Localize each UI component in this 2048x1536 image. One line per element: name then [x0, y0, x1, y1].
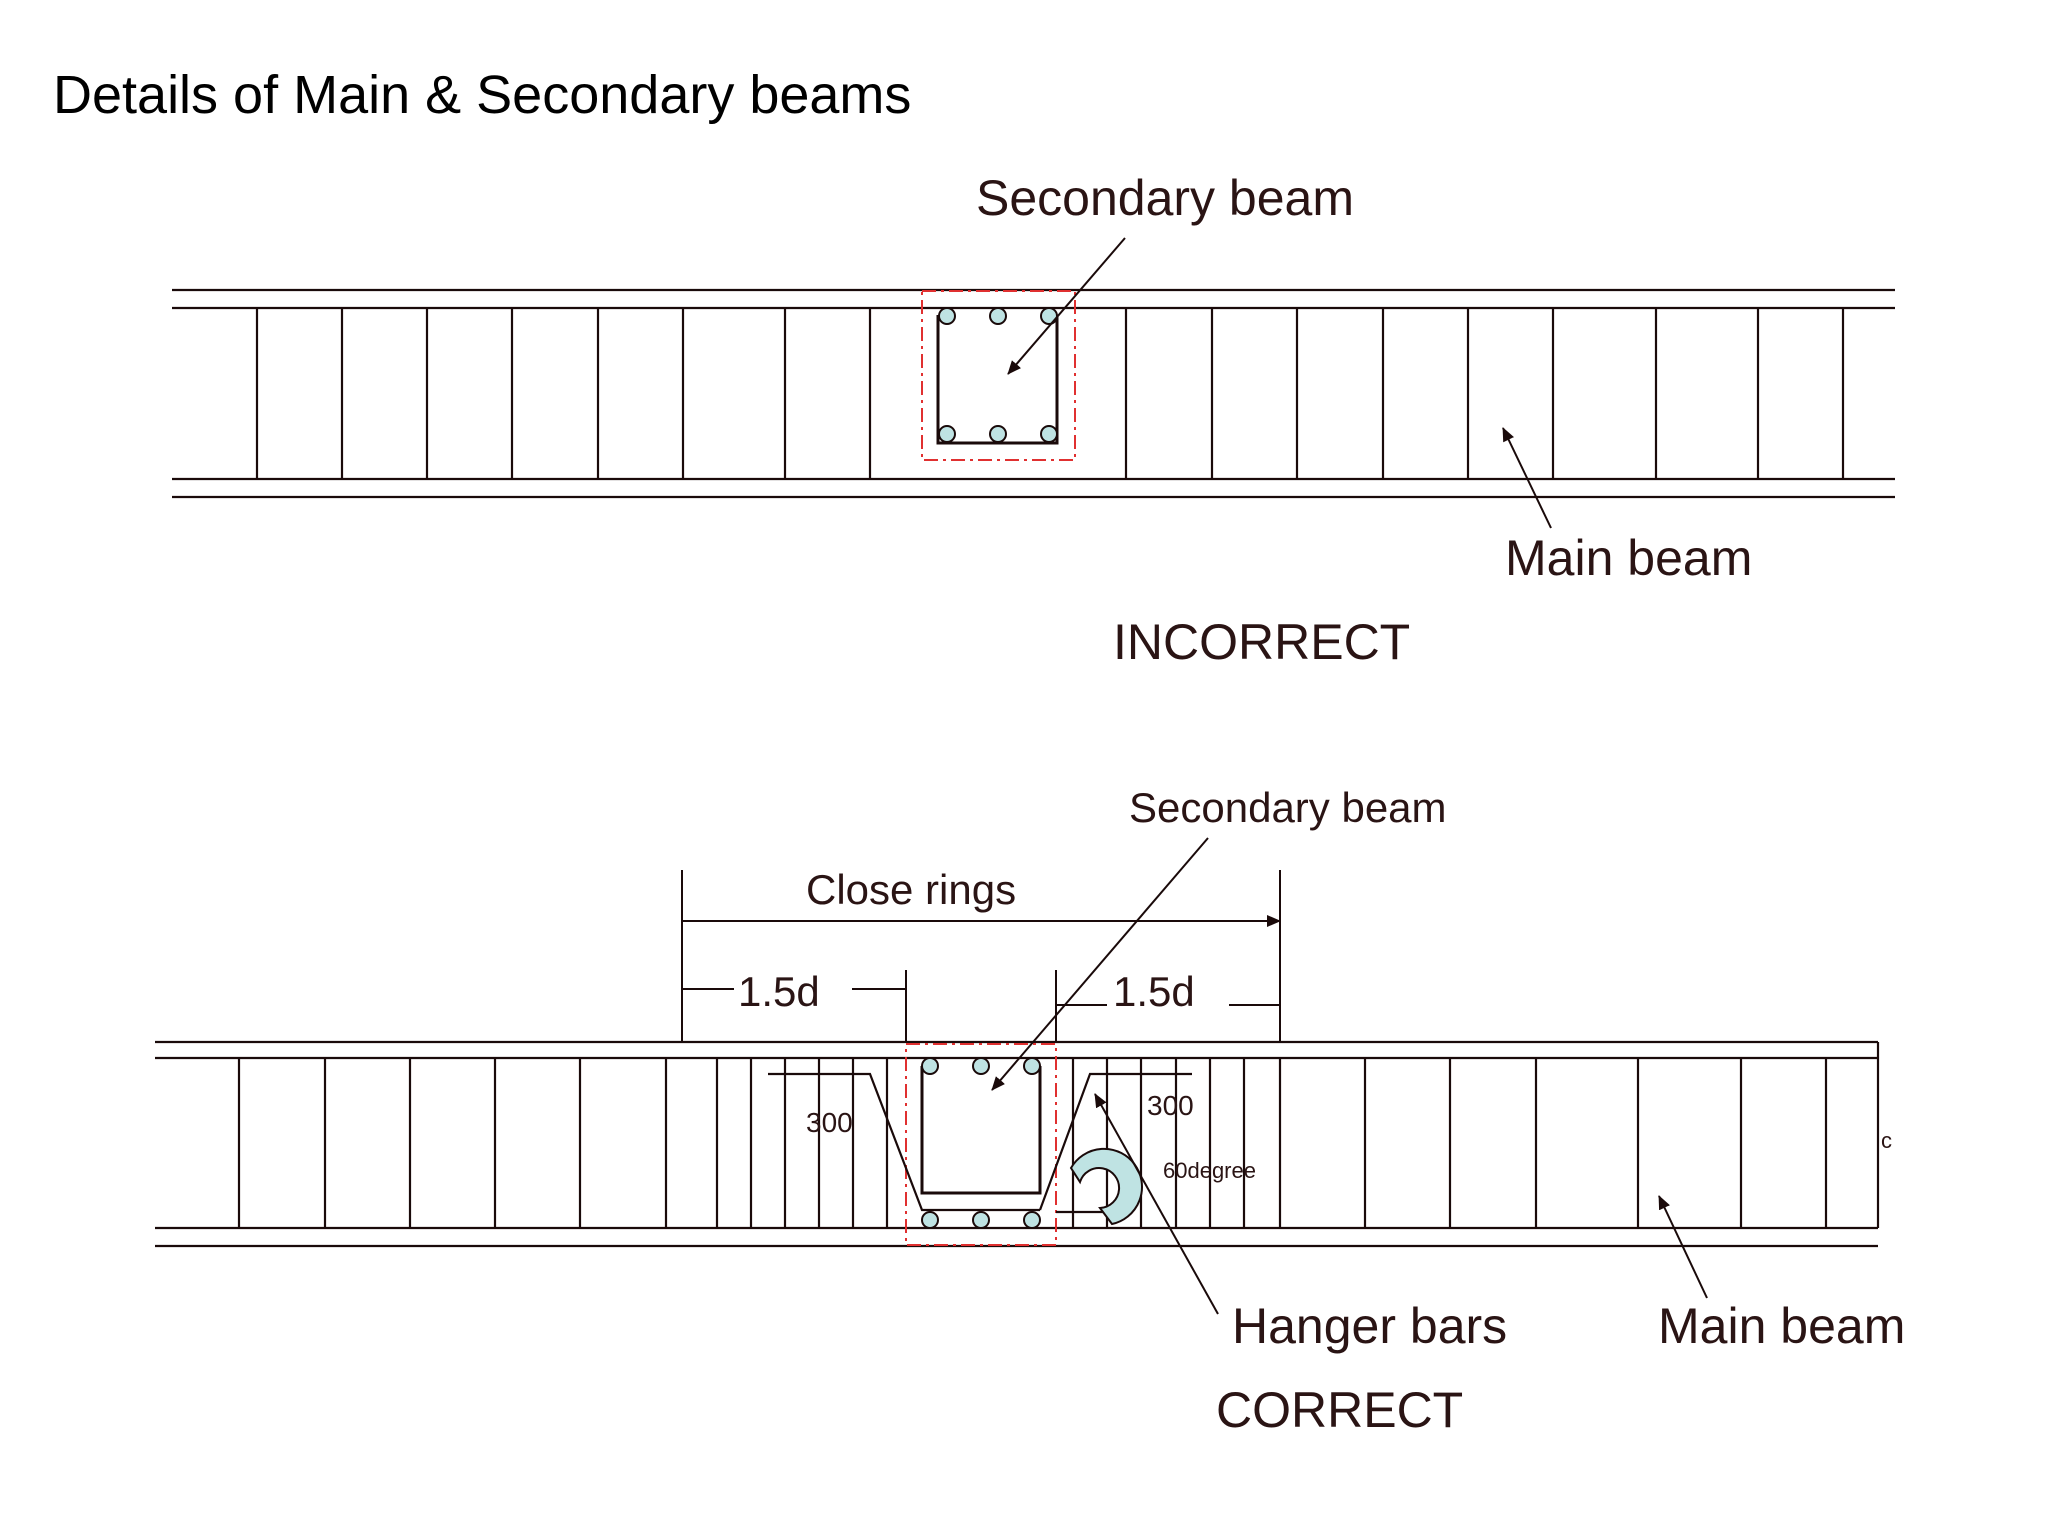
page-title: Details of Main & Secondary beams — [53, 65, 911, 125]
spacing-label-right: 1.5d — [1113, 968, 1195, 1015]
secondary-beam-outline — [921, 290, 1076, 461]
spacing-label-left: 1.5d — [738, 968, 820, 1015]
rebar — [989, 425, 1007, 443]
main-beam-stirrups — [237, 1058, 1828, 1228]
hanger-bars-label: Hanger bars — [1232, 1298, 1507, 1354]
main-beam-leader — [1658, 1195, 1708, 1299]
main-beam-leader — [1502, 427, 1552, 529]
secondary-beam-stirrup — [920, 1066, 1042, 1195]
rebar — [1023, 1211, 1041, 1229]
secondary-beam-rebars — [938, 307, 1058, 443]
rebar — [938, 307, 956, 325]
secondary-beam-label: Secondary beam — [1129, 784, 1447, 831]
rebar — [938, 425, 956, 443]
close-rings-label: Close rings — [806, 866, 1016, 913]
secondary-beam-label: Secondary beam — [976, 170, 1354, 226]
hanger-bar-right — [1038, 1072, 1192, 1211]
length-label-right: 300 — [1147, 1090, 1194, 1121]
rebar — [989, 307, 1007, 325]
secondary-beam-rebars — [921, 1057, 1041, 1229]
rebar — [972, 1057, 990, 1075]
incorrect-detail: Secondary beam Main beam INCORRECT — [172, 170, 1895, 670]
rebar — [1040, 425, 1058, 443]
main-beam-chords — [172, 288, 1895, 499]
correct-detail: Secondary beam Close rings 1.5d 1.5d 300… — [155, 784, 1905, 1438]
angle-arc — [1069, 1147, 1143, 1226]
rebar — [921, 1211, 939, 1229]
main-beam-chords — [155, 1040, 1880, 1248]
main-beam-stirrups — [255, 308, 1845, 479]
main-beam-label: Main beam — [1658, 1298, 1905, 1354]
rebar — [972, 1211, 990, 1229]
angle-label: 60degree — [1163, 1158, 1256, 1183]
rebar — [1023, 1057, 1041, 1075]
secondary-beam-stirrup — [936, 315, 1059, 445]
secondary-beam-outline — [905, 1043, 1057, 1246]
edge-mark: c — [1881, 1128, 1892, 1153]
hanger-bars-leader — [1094, 1093, 1219, 1315]
rebar — [1040, 307, 1058, 325]
secondary-beam-leader — [1007, 237, 1126, 375]
verdict-incorrect: INCORRECT — [1113, 614, 1410, 670]
secondary-beam-leader — [991, 837, 1209, 1091]
rebar — [921, 1057, 939, 1075]
length-label-left: 300 — [806, 1107, 853, 1138]
verdict-correct: CORRECT — [1216, 1382, 1463, 1438]
hanger-bar-left — [768, 1072, 1040, 1212]
main-beam-label: Main beam — [1505, 530, 1752, 586]
